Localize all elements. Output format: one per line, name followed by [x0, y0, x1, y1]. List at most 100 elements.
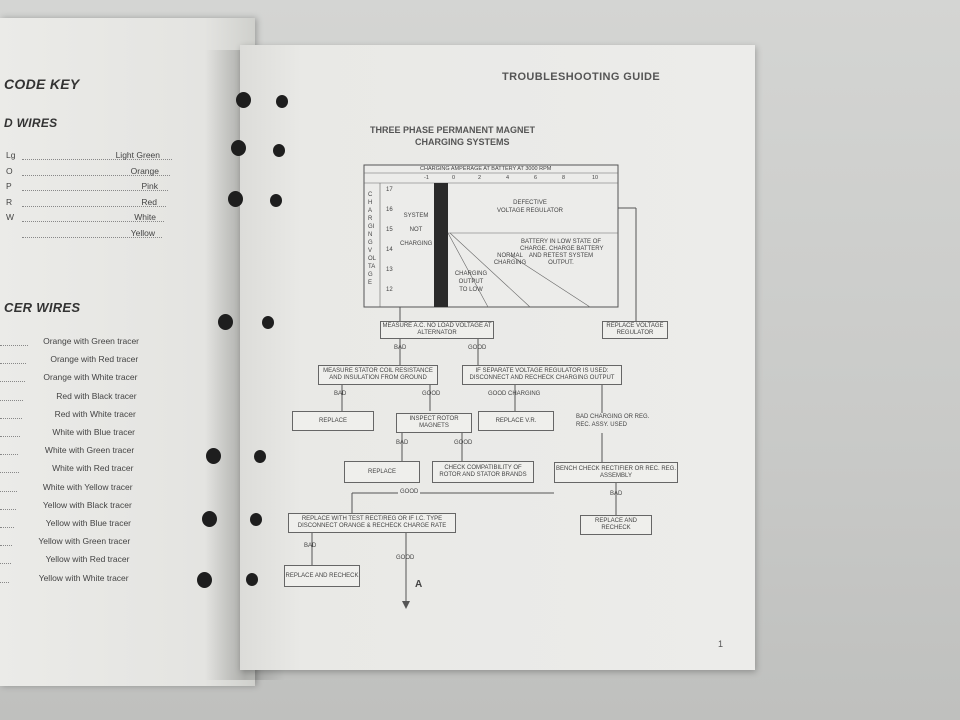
tracer-wire-item: Yellow with Black tracer — [42, 499, 132, 510]
out-low-line: CHARGING — [454, 271, 488, 277]
dotted-leader — [22, 205, 166, 207]
bench-check-box: BENCH CHECK RECTIFIER OR REC. REG. ASSEM… — [554, 462, 678, 483]
page-header: TROUBLESHOOTING GUIDE — [502, 71, 661, 83]
binder-hole — [197, 572, 212, 588]
out-low-line: OUTPUT — [458, 279, 484, 285]
bat-low-line: OUTPUT. — [548, 260, 574, 266]
inspect-rotor-box: INSPECT ROTOR MAGNETS — [396, 413, 472, 433]
dotted-leader — [0, 454, 19, 456]
chart-frame — [363, 164, 619, 308]
dotted-leader — [0, 363, 27, 365]
connector-a-label: A — [415, 579, 423, 590]
bad-label-3: BAD — [396, 440, 409, 446]
tracer-wire-item: Red with Black tracer — [56, 390, 137, 401]
amp-tick-label: 2 — [478, 175, 482, 181]
tracer-wire-item: White with Blue tracer — [52, 427, 135, 437]
tracer-wire-item: Orange with Green tracer — [43, 336, 139, 346]
chart-side-label: CHARGING VOLTAGE — [368, 192, 377, 286]
page-number: 1 — [718, 639, 724, 649]
replace-test-box: REPLACE WITH TEST RECT/REG OR IF I.C. TY… — [288, 513, 456, 533]
replace-box-2: REPLACE — [344, 461, 420, 483]
wire-code: R — [6, 196, 13, 207]
wire-code: Lg — [6, 150, 16, 160]
binder-hole — [202, 511, 217, 527]
good-label-1: GOOD — [468, 345, 487, 351]
dotted-leader — [22, 174, 170, 176]
good-label-5: GOOD — [396, 555, 415, 561]
def-vr-line: DEFECTIVE — [513, 200, 547, 206]
out-low-line: TO LOW — [459, 287, 483, 293]
arrow-down-icon — [402, 601, 410, 609]
code-key-heading: CODE KEY — [4, 76, 80, 92]
bat-low-line: BATTERY IN LOW STATE OF — [520, 239, 602, 245]
good-label-4: GOOD — [398, 489, 421, 495]
bat-low-line: CHARGE. CHARGE BATTERY — [520, 246, 604, 252]
good-label-3: GOOD — [454, 440, 473, 446]
dotted-leader — [0, 345, 28, 346]
binder-hole — [218, 314, 233, 330]
replace-recheck-right-box: REPLACE AND RECHECK — [580, 515, 652, 535]
binder-hole — [270, 194, 282, 207]
wire-color: Light Green — [115, 150, 160, 160]
wire-code: O — [6, 165, 13, 176]
dotted-leader — [22, 159, 172, 160]
chart-diag-3 — [509, 254, 591, 308]
binder-hole — [262, 316, 274, 329]
good-label-2: GOOD — [422, 391, 441, 397]
wire-color: Orange — [130, 165, 159, 176]
binder-hole — [236, 92, 251, 108]
measure-ac-box: MEASURE A.C. NO LOAD VOLTAGE AT ALTERNAT… — [380, 321, 494, 339]
replace-vr-box: REPLACE V.R. — [478, 411, 554, 431]
dotted-leader — [0, 436, 20, 437]
bat-low-line: AND RETEST SYSTEM — [528, 253, 594, 259]
dotted-leader — [0, 399, 24, 401]
dotted-leader — [0, 508, 16, 510]
solid-wires-heading: D WIRES — [4, 116, 58, 130]
amp-tick-label: 10 — [592, 175, 599, 181]
amp-tick-label: 8 — [562, 175, 566, 181]
bad-label-4: BAD — [610, 491, 623, 497]
chart-top-label: CHARGING AMPERAGE AT BATTERY AT 3000 RPM — [420, 166, 552, 172]
binder-hole — [206, 448, 221, 464]
binder-hole — [254, 450, 266, 463]
norm-line: NORMAL — [497, 253, 523, 259]
tracer-wire-item: Yellow with Blue tracer — [45, 518, 131, 528]
chart-zero-bar — [434, 183, 448, 307]
volt-tick-label: 12 — [386, 287, 393, 293]
volt-tick-label: 17 — [386, 187, 393, 193]
sys-not-line: CHARGING — [400, 241, 433, 247]
def-vr-line: VOLTAGE REGULATOR — [497, 208, 563, 214]
amp-tick-label: 6 — [534, 175, 538, 181]
amp-tick-label: 4 — [506, 175, 510, 181]
tracer-wire-item: Orange with Red tracer — [50, 354, 139, 365]
dotted-leader — [0, 490, 18, 492]
chart-diag-2 — [449, 232, 531, 308]
sys-not-line: SYSTEM — [403, 213, 429, 219]
tracer-wire-item: Yellow with White tracer — [38, 572, 129, 583]
wire-color: Pink — [141, 181, 158, 191]
measure-stator-box: MEASURE STATOR COIL RESISTANCE AND INSUL… — [318, 365, 438, 385]
tracer-wire-item: Yellow with Red tracer — [45, 554, 130, 565]
tracer-wire-item: Orange with White tracer — [43, 372, 138, 383]
replace-recheck-left-box: REPLACE AND RECHECK — [284, 565, 360, 587]
check-compat-box: CHECK COMPATIBILITY OF ROTOR AND STATOR … — [432, 461, 534, 483]
tracer-wire-item: White with Green tracer — [44, 445, 135, 456]
replace-vr-top-box: REPLACE VOLTAGE REGULATOR — [602, 321, 668, 339]
dotted-leader — [0, 527, 14, 528]
bad-label-2: BAD — [334, 391, 347, 397]
chart-diag-1 — [447, 232, 489, 308]
binder-hole — [250, 513, 262, 526]
dotted-leader — [0, 581, 10, 583]
flowchart-lines — [311, 164, 637, 609]
if-separate-box: IF SEPARATE VOLTAGE REGULATOR IS USED: D… — [462, 365, 622, 385]
tracer-wire-item: White with Yellow tracer — [42, 481, 133, 492]
wire-color: Yellow — [130, 227, 155, 238]
bad-charging-label: BAD CHARGING OR REG. REC. ASSY. USED — [576, 414, 650, 428]
volt-tick-label: 13 — [386, 267, 393, 273]
volt-tick-label: 14 — [386, 247, 393, 253]
amp-tick-label: 0 — [452, 175, 456, 181]
tracer-wire-item: Yellow with Green tracer — [38, 536, 131, 547]
binder-hole — [231, 140, 246, 156]
dotted-leader — [0, 563, 11, 565]
wire-code: P — [6, 181, 12, 191]
